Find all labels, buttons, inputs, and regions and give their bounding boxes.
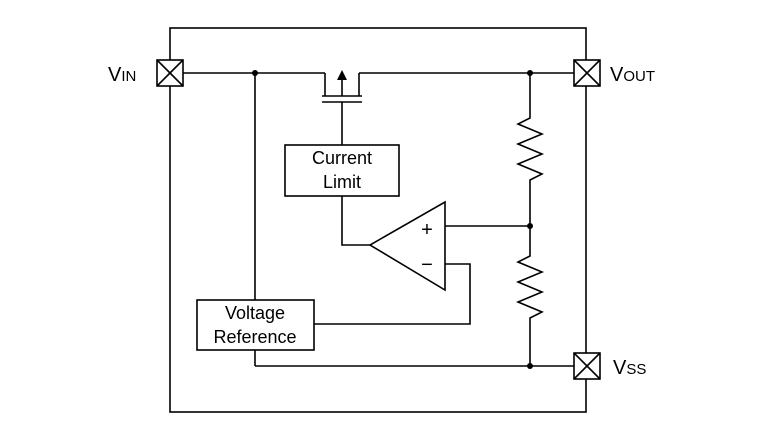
vin-label: VIN — [108, 64, 136, 86]
pass-transistor — [322, 70, 362, 145]
current-limit-line2: Limit — [323, 172, 361, 192]
vss-net — [255, 363, 574, 369]
lower-resistor — [515, 226, 545, 366]
vout-net — [359, 70, 574, 110]
feedback-node — [445, 223, 533, 229]
pin-vss — [573, 352, 601, 380]
current-limit-line1: Current — [312, 148, 372, 168]
vout-label: VOUT — [610, 64, 655, 86]
opamp-minus-sign: − — [421, 254, 433, 276]
pin-vout — [573, 59, 601, 87]
voltage-reference-line2: Reference — [213, 327, 296, 347]
upper-resistor — [515, 110, 545, 226]
current-limit-block: Current Limit — [284, 144, 400, 197]
pin-vin — [156, 59, 184, 87]
opamp-output-wire — [341, 196, 370, 246]
reference-wire — [314, 263, 471, 325]
voltage-reference-block: Voltage Reference — [196, 299, 315, 351]
vss-label: VSS — [613, 357, 646, 379]
error-amplifier: + − — [368, 200, 446, 292]
voltage-reference-line1: Voltage — [225, 303, 285, 323]
opamp-plus-sign: + — [421, 219, 433, 241]
package-outline — [169, 27, 587, 413]
